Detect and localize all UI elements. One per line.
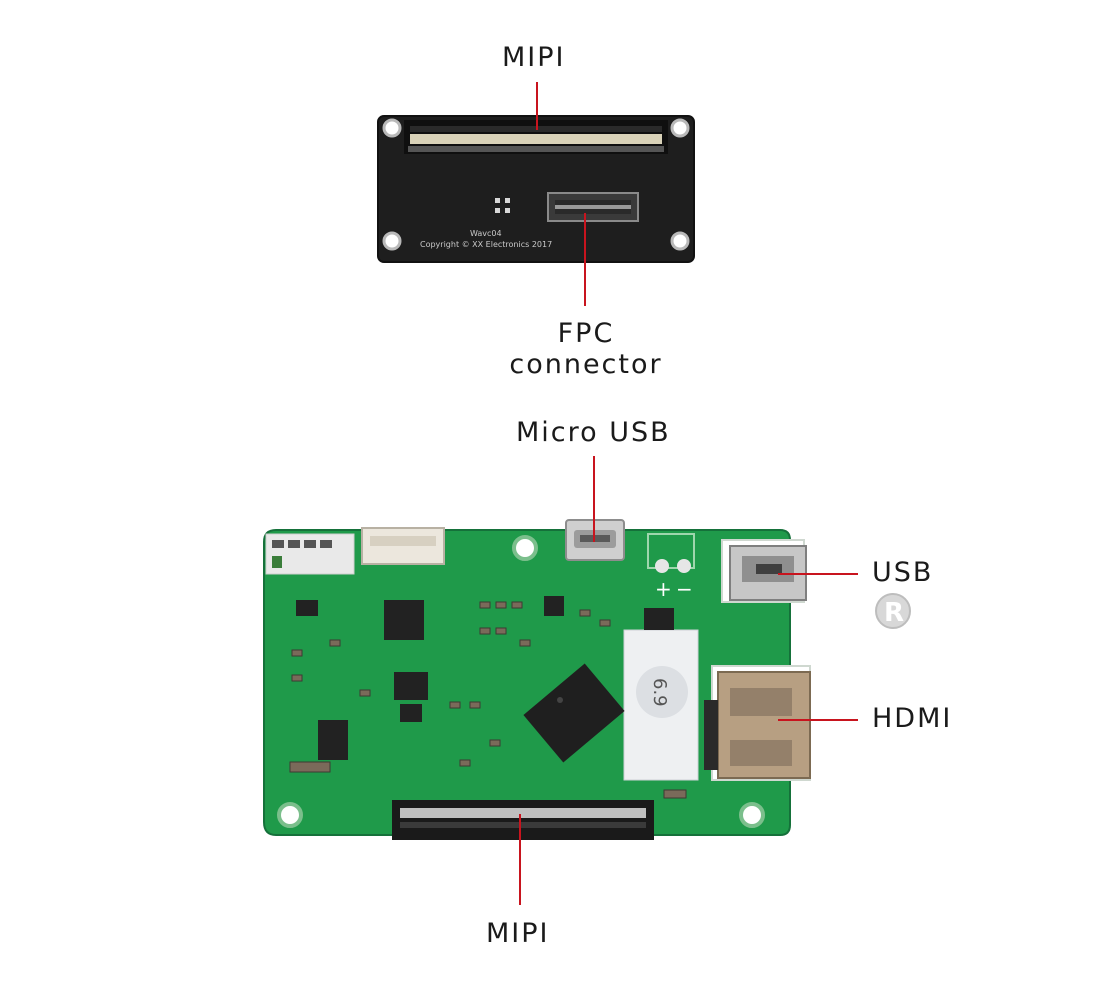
adapter-board: Wavc04 Copyright © XX Electronics 2017 xyxy=(377,115,695,263)
mounting-holes-main-board xyxy=(277,535,765,828)
label-micro-usb: Micro USB xyxy=(516,417,671,448)
label-fpc-line1: FPC xyxy=(557,318,615,349)
usb-port-part xyxy=(721,539,807,603)
plus-marking: + xyxy=(655,577,672,601)
leader-lines xyxy=(519,82,858,905)
small-board-silkscreen-2: Copyright © XX Electronics 2017 xyxy=(420,240,552,249)
hdmi-port-part xyxy=(704,665,811,781)
label-usb: USB xyxy=(872,557,934,588)
label-fpc-connector: FPC connector xyxy=(496,318,676,380)
power-pads: + − xyxy=(647,533,695,601)
jst-connector xyxy=(361,527,445,565)
label-fpc-line2: connector xyxy=(509,349,663,381)
registered-letter: R xyxy=(884,598,904,628)
bottom-mipi-connector-part xyxy=(392,800,654,840)
mounting-holes-top-board xyxy=(382,118,690,251)
minus-marking: − xyxy=(676,577,693,601)
label-sticker: 6.9 xyxy=(623,629,699,781)
board-logo-pad xyxy=(265,533,355,575)
micro-usb-port-part xyxy=(565,519,625,561)
label-hdmi: HDMI xyxy=(872,703,953,734)
label-bottom-mipi: MIPI xyxy=(486,918,550,949)
sticker-number: 6.9 xyxy=(649,678,670,707)
fpc-connector-part xyxy=(547,192,639,222)
small-board-silkscreen-1: Wavc04 xyxy=(470,229,502,238)
passive-components xyxy=(289,601,687,799)
driver-board: + − 6.9 xyxy=(263,519,811,840)
main-chip xyxy=(523,663,625,763)
ic-components xyxy=(296,596,674,760)
label-top-mipi: MIPI xyxy=(502,42,566,73)
registered-mark: R xyxy=(875,593,911,629)
test-pads xyxy=(495,198,510,213)
